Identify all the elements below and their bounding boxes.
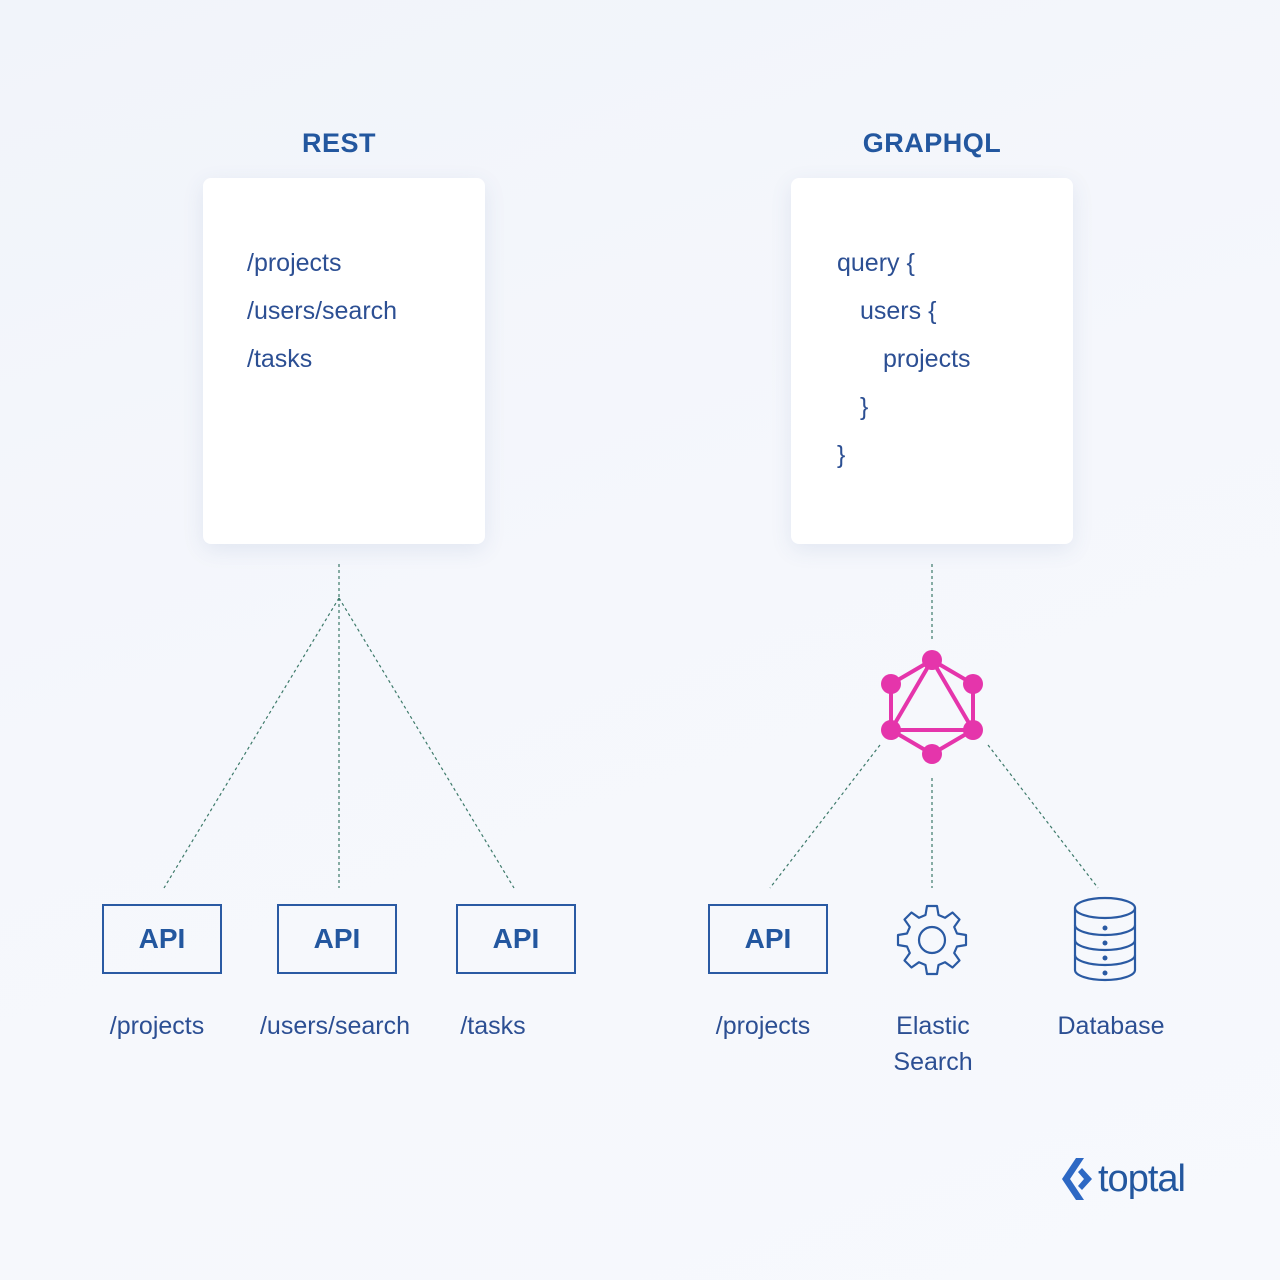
rest-title: REST	[301, 128, 376, 158]
rest-endpoint-label-tasks: /tasks	[460, 1012, 526, 1040]
graphql-api-box: API	[708, 904, 828, 974]
graphql-code-line: users {	[860, 297, 937, 325]
graphql-code-line: projects	[883, 345, 971, 373]
graphql-code-line: }	[837, 441, 846, 469]
toptal-logo: toptal	[1062, 1156, 1186, 1202]
graphql-code-card: query { users { projects } }	[791, 178, 1073, 544]
graphql-code-line: }	[860, 393, 869, 421]
graphql-endpoint-label-projects: /projects	[715, 1012, 811, 1040]
elastic-search-label-line2: Search	[893, 1048, 973, 1076]
rest-endpoint-label-projects: /projects	[109, 1012, 205, 1040]
rest-endpoint-label-users-search: /users/search	[259, 1012, 411, 1040]
database-icon	[1070, 894, 1140, 986]
rest-code-line: /projects	[247, 249, 342, 277]
graphql-endpoint-label-elastic-search: Elastic Search	[833, 1008, 1033, 1080]
graphql-code-line: query {	[837, 249, 915, 277]
graphql-title: GRAPHQL	[862, 128, 1002, 158]
graphql-line-database	[987, 744, 1099, 889]
rest-line-projects	[163, 597, 340, 889]
rest-line-tasks	[338, 597, 515, 889]
rest-code-line: /users/search	[247, 297, 398, 325]
rest-code-card: /projects /users/search /tasks	[203, 178, 485, 544]
rest-api-box-tasks: API	[456, 904, 576, 974]
graphql-logo-icon	[876, 648, 988, 766]
toptal-wordmark: toptal	[1098, 1157, 1186, 1200]
elastic-search-label-line1: Elastic	[896, 1012, 970, 1040]
gear-icon	[892, 900, 972, 980]
toptal-mark-icon	[1062, 1158, 1092, 1200]
graphql-endpoint-label-database: Database	[1057, 1012, 1165, 1040]
rest-api-box-projects: API	[102, 904, 222, 974]
rest-api-box-users-search: API	[277, 904, 397, 974]
graphql-line-api	[769, 744, 881, 889]
rest-code-line: /tasks	[247, 345, 313, 373]
